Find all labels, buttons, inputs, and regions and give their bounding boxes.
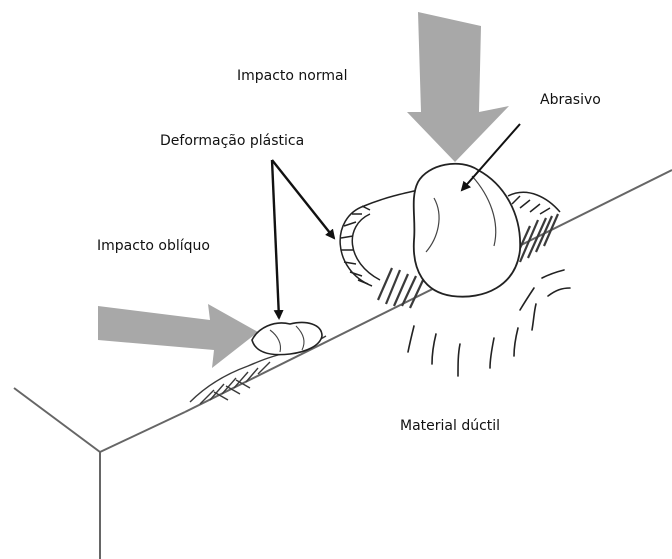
- normal-impact-arrow: [407, 12, 509, 162]
- label-normal-impact: Impacto normal: [237, 68, 348, 84]
- label-plastic-deformation: Deformação plástica: [160, 133, 304, 149]
- front-edge: [100, 412, 185, 452]
- pointer-plastic-deformation-to-lip: [272, 160, 334, 238]
- label-ductile-material: Material dúctil: [400, 418, 500, 434]
- oblique-impact-arrow: [98, 304, 258, 368]
- material-block-outline: [14, 170, 672, 559]
- label-abrasive: Abrasivo: [540, 92, 601, 108]
- left-surface-edge: [14, 388, 100, 452]
- pointer-plastic-deformation-to-oblique: [272, 160, 279, 318]
- label-oblique-impact: Impacto oblíquo: [97, 238, 210, 254]
